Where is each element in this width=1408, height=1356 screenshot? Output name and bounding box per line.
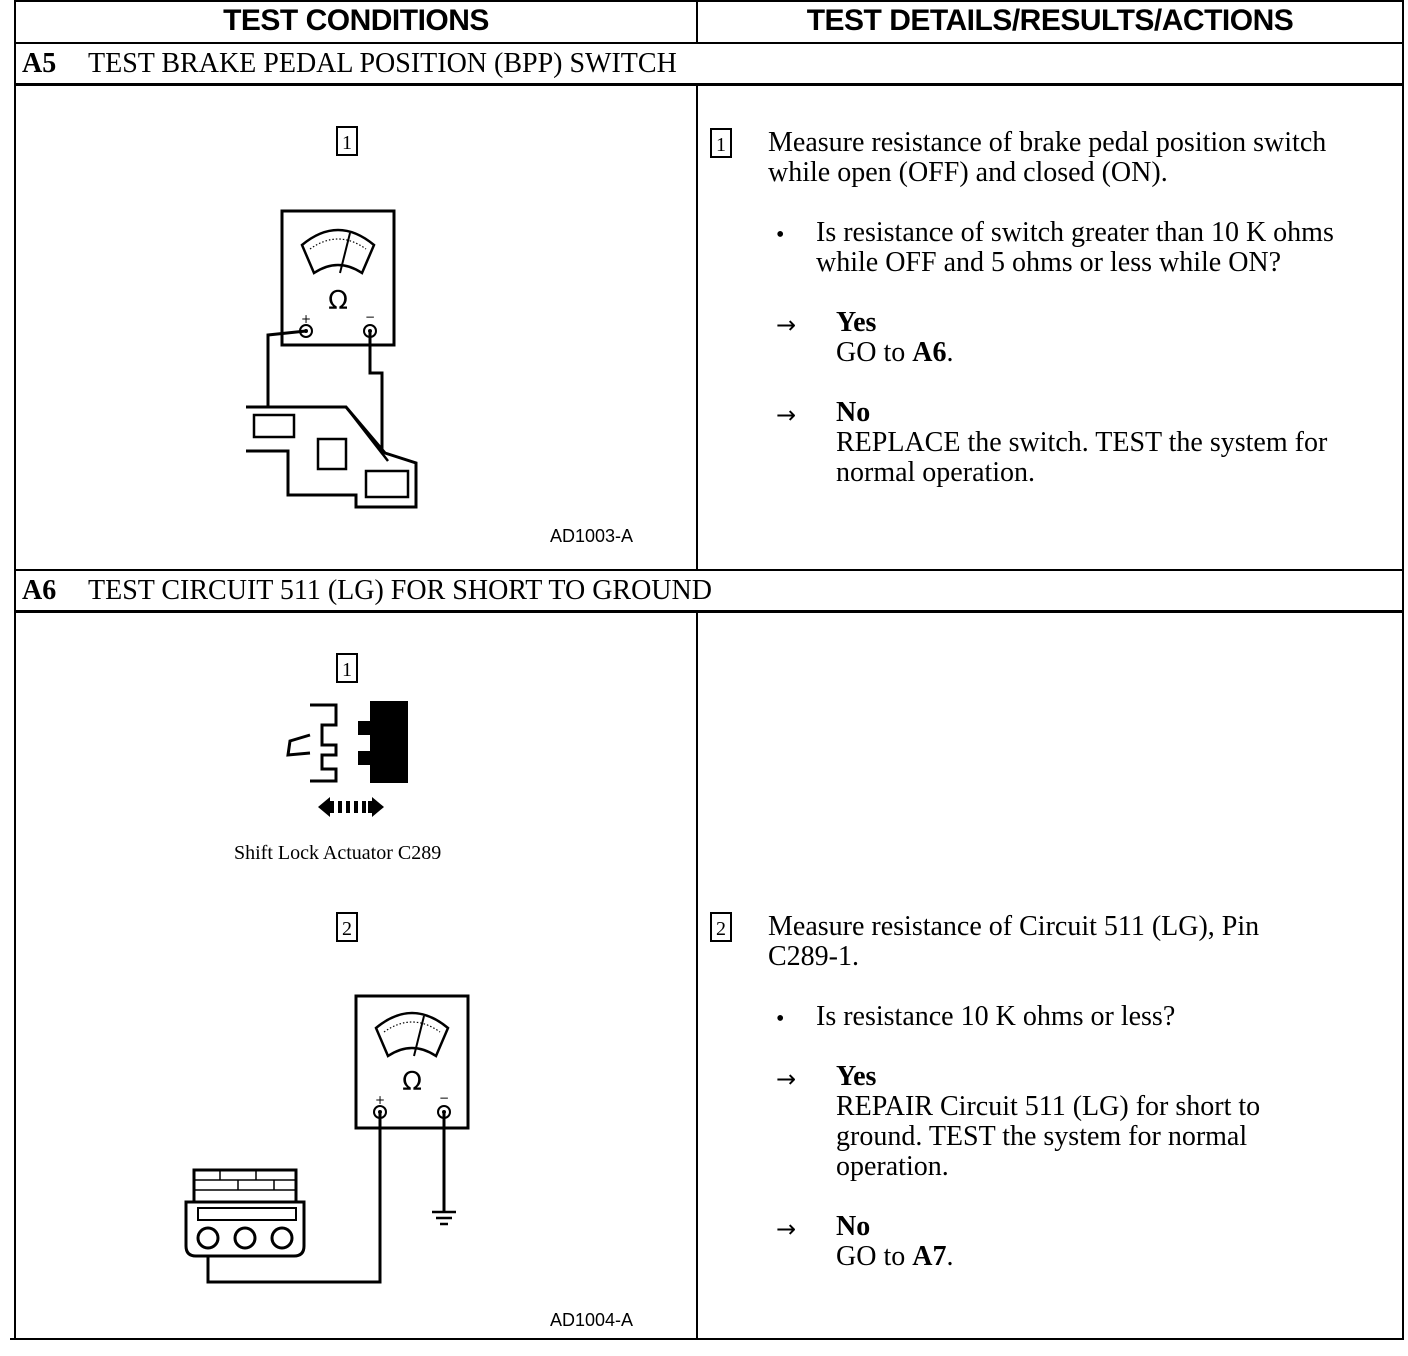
a5-no-label: No bbox=[836, 397, 871, 428]
a5-code: A5 bbox=[22, 48, 57, 79]
column-divider bbox=[696, 0, 698, 44]
a5-title-bottom-rule bbox=[14, 83, 1404, 86]
a5-yes-target: A6 bbox=[912, 337, 947, 368]
a5-column-divider bbox=[696, 86, 698, 570]
a5-step-1-marker: 1 bbox=[710, 128, 732, 158]
a6-step-text-line1: Measure resistance of Circuit 511 (LG), … bbox=[768, 911, 1260, 942]
a6-yes-action-line2: ground. TEST the system for normal bbox=[836, 1121, 1248, 1152]
a6-yes-arrow: → bbox=[776, 1065, 797, 1093]
a5-yes-label: Yes bbox=[836, 307, 877, 338]
svg-text:Ω: Ω bbox=[328, 286, 348, 316]
a5-step-text-line1: Measure resistance of brake pedal positi… bbox=[768, 127, 1327, 158]
a6-yes-action-line1: REPAIR Circuit 511 (LG) for short to bbox=[836, 1091, 1261, 1122]
a6-figure-step-2: 2 bbox=[336, 912, 358, 942]
svg-text:+: + bbox=[301, 312, 311, 326]
a6-no-target: A7 bbox=[912, 1241, 947, 1272]
header-bottom-rule bbox=[14, 42, 1404, 44]
a6-no-label: No bbox=[836, 1211, 871, 1242]
a5-step-text-line2: while open (OFF) and closed (ON). bbox=[768, 157, 1168, 188]
a5-yes-action: GO to A6. bbox=[836, 337, 954, 368]
a6-figure-step-1: 1 bbox=[336, 653, 358, 683]
a6-question: Is resistance 10 K ohms or less? bbox=[816, 1001, 1176, 1032]
a5-no-action-line2: normal operation. bbox=[836, 457, 1036, 488]
table-left-border bbox=[14, 0, 16, 1340]
a6-no-arrow: → bbox=[776, 1215, 797, 1243]
a5-question-line2: while OFF and 5 ohms or less while ON? bbox=[816, 247, 1282, 278]
a6-column-divider bbox=[696, 613, 698, 1339]
a5-yes-arrow: → bbox=[776, 311, 797, 339]
a5-title: TEST BRAKE PEDAL POSITION (BPP) SWITCH bbox=[88, 48, 677, 79]
a6-title-bottom-rule bbox=[14, 610, 1404, 613]
a6-step-text-line2: C289-1. bbox=[768, 941, 859, 972]
a6-figure-id: AD1004-A bbox=[550, 1310, 634, 1330]
a6-code: A6 bbox=[22, 575, 57, 606]
a6-title: TEST CIRCUIT 511 (LG) FOR SHORT TO GROUN… bbox=[88, 575, 712, 606]
svg-text:−: − bbox=[439, 1091, 449, 1105]
a6-yes-label: Yes bbox=[836, 1061, 877, 1092]
a6-connector-caption: Shift Lock Actuator C289 bbox=[234, 842, 442, 864]
a6-ohmmeter-diagram: Ω + − bbox=[184, 994, 470, 1284]
a5-no-action-line1: REPLACE the switch. TEST the system for bbox=[836, 427, 1328, 458]
a6-top-rule bbox=[14, 569, 1404, 571]
table-right-border bbox=[1402, 0, 1404, 1340]
a5-question-line1: Is resistance of switch greater than 10 … bbox=[816, 217, 1334, 248]
svg-text:Ω: Ω bbox=[402, 1067, 422, 1097]
a5-figure-id: AD1003-A bbox=[550, 526, 634, 546]
a5-section-title: A5 TEST BRAKE PEDAL POSITION (BPP) SWITCH bbox=[22, 48, 677, 80]
a6-section-title: A6 TEST CIRCUIT 511 (LG) FOR SHORT TO GRO… bbox=[22, 575, 712, 607]
a6-bullet: • bbox=[776, 1006, 785, 1032]
a6-step-2-marker: 2 bbox=[710, 912, 732, 942]
header-test-details: TEST DETAILS/RESULTS/ACTIONS bbox=[806, 4, 1294, 37]
a5-no-arrow: → bbox=[776, 401, 797, 429]
svg-text:+: + bbox=[375, 1093, 385, 1107]
a5-figure-step-1: 1 bbox=[336, 126, 358, 156]
a5-bullet: • bbox=[776, 222, 785, 248]
a6-connector-diagram bbox=[286, 701, 408, 817]
table-bottom-rule bbox=[10, 1338, 1404, 1340]
a6-yes-action-line3: operation. bbox=[836, 1151, 949, 1182]
table-top-border bbox=[14, 0, 1404, 2]
header-test-conditions: TEST CONDITIONS bbox=[223, 4, 489, 37]
svg-text:−: − bbox=[365, 310, 375, 324]
a6-no-action: GO to A7. bbox=[836, 1241, 954, 1272]
a5-ohmmeter-diagram: Ω + − bbox=[246, 209, 418, 509]
